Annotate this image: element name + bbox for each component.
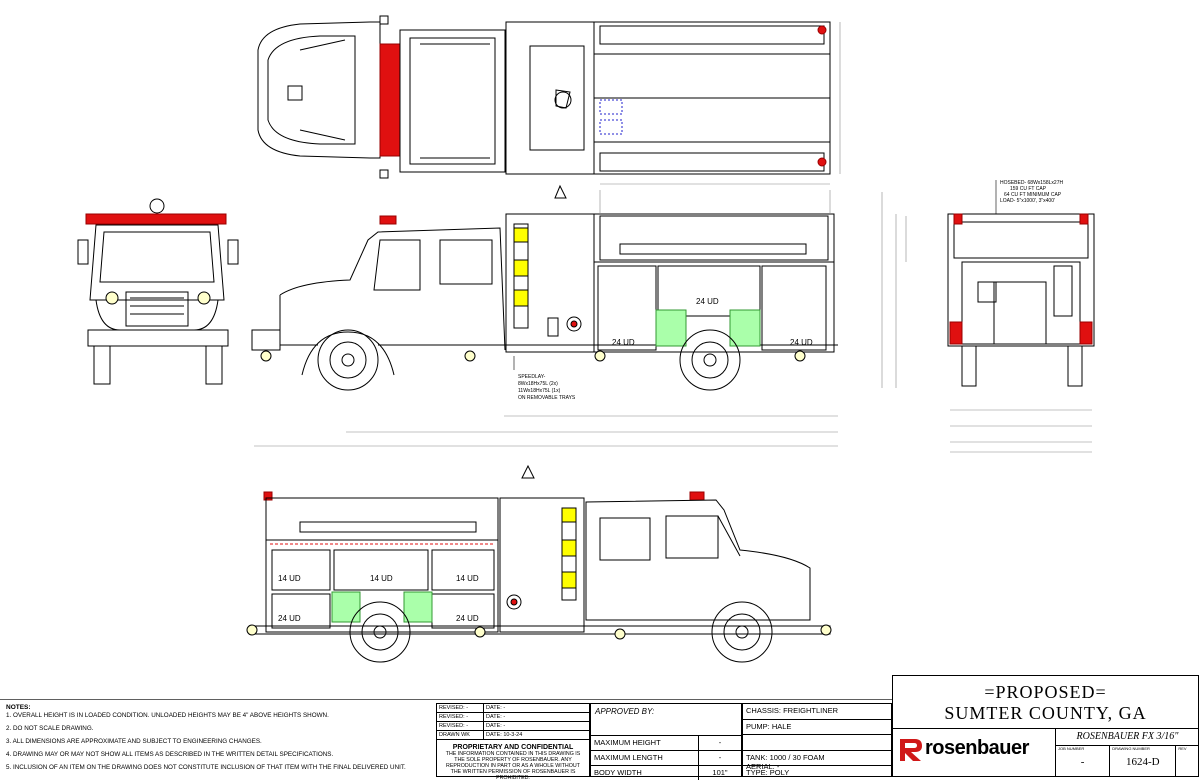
revision-row: REVISED: -DATE: -	[437, 704, 589, 713]
hosebed-note: 159 CU FT CAP	[1010, 186, 1047, 192]
note-item: 1. OVERALL HEIGHT IS IN LOADED CONDITION…	[6, 712, 329, 719]
model-name: ROSENBAUER FX 3/16"	[1055, 729, 1199, 746]
blank-row	[743, 735, 891, 751]
speedlay-note: 8Wx18Hx75L (2x)	[518, 381, 558, 387]
rosenbauer-logo: rosenbauer	[897, 735, 1055, 765]
apparatus-drawing: 24 UD 24 UD 24 UD 14 UD 14 UD 14 UD 24 U…	[0, 15, 1095, 700]
customer-name: SUMTER COUNTY, GA	[944, 703, 1147, 723]
speedlay-note: 11Wx18Hx75L (1x)	[518, 388, 561, 394]
note-item: 5. INCLUSION OF AN ITEM ON THE DRAWING D…	[6, 764, 406, 771]
spec-row: MAXIMUM LENGTH-	[591, 751, 741, 766]
speedlay-note: SPEEDLAY-	[518, 374, 546, 380]
job-number-cell: JOB NUMBER -	[1056, 745, 1111, 777]
compartment-label: 14 UD	[278, 574, 301, 583]
note-item: 2. DO NOT SCALE DRAWING.	[6, 725, 94, 732]
drawing-number-cell: DRAWING NUMBER 1624-D	[1110, 745, 1177, 777]
compartment-label: 24 UD	[612, 338, 635, 347]
proposed-label: =PROPOSED=	[984, 682, 1107, 702]
revision-block: REVISED: -DATE: - REVISED: -DATE: - REVI…	[436, 703, 590, 781]
aerial-row: AERIAL: -	[746, 762, 780, 771]
compartment-label: 24 UD	[790, 338, 813, 347]
front-view	[77, 198, 239, 385]
title-block: =PROPOSED= SUMTER COUNTY, GA rosenbauer …	[892, 675, 1199, 777]
rev-cell: REV	[1178, 746, 1187, 751]
hosebed-note: 64 CU FT MINIMUM CAP	[1004, 192, 1062, 198]
approved-by: APPROVED BY:	[591, 704, 741, 736]
driver-side-view	[251, 183, 907, 447]
logo-mark-icon	[900, 739, 922, 761]
type-row: TYPE: POLY	[746, 768, 790, 778]
chassis-row: CHASSIS: FREIGHTLINER	[743, 704, 891, 720]
pump-row: PUMP: HALE	[743, 720, 891, 736]
compartment-label: 24 UD	[278, 614, 301, 623]
hosebed-note: LOAD- 5"x1000', 3"x400'	[1000, 198, 1055, 204]
compartment-label: 24 UD	[696, 297, 719, 306]
spec-row: MAXIMUM HEIGHT-	[591, 736, 741, 751]
chassis-block: CHASSIS: FREIGHTLINER PUMP: HALE TANK: 1…	[742, 703, 892, 777]
proprietary-title: PROPRIETARY AND CONFIDENTIAL	[452, 744, 574, 751]
top-view	[257, 15, 841, 179]
revision-row: REVISED: -DATE: -	[437, 713, 589, 722]
rear-view	[947, 213, 1095, 453]
spec-block: APPROVED BY: MAXIMUM HEIGHT- MAXIMUM LEN…	[590, 703, 742, 780]
note-item: 4. DRAWING MAY OR MAY NOT SHOW ALL ITEMS…	[6, 751, 334, 758]
speedlay-note: ON REMOVABLE TRAYS	[518, 395, 576, 401]
compartment-label: 24 UD	[456, 614, 479, 623]
tank-row: TANK: 1000 / 30 FOAM	[743, 751, 891, 767]
note-item: 3. ALL DIMENSIONS ARE APPROXIMATE AND SU…	[6, 738, 262, 745]
notes-heading: NOTES:	[6, 704, 31, 711]
hosebed-note: HOSEBED- 68Wx158Lx27H	[1000, 180, 1063, 186]
compartment-label: 14 UD	[370, 574, 393, 583]
passenger-side-view	[246, 464, 832, 663]
compartment-label: 14 UD	[456, 574, 479, 583]
revision-row: REVISED: -DATE: -	[437, 722, 589, 731]
notes-block: NOTES: 1. OVERALL HEIGHT IS IN LOADED CO…	[2, 702, 436, 776]
